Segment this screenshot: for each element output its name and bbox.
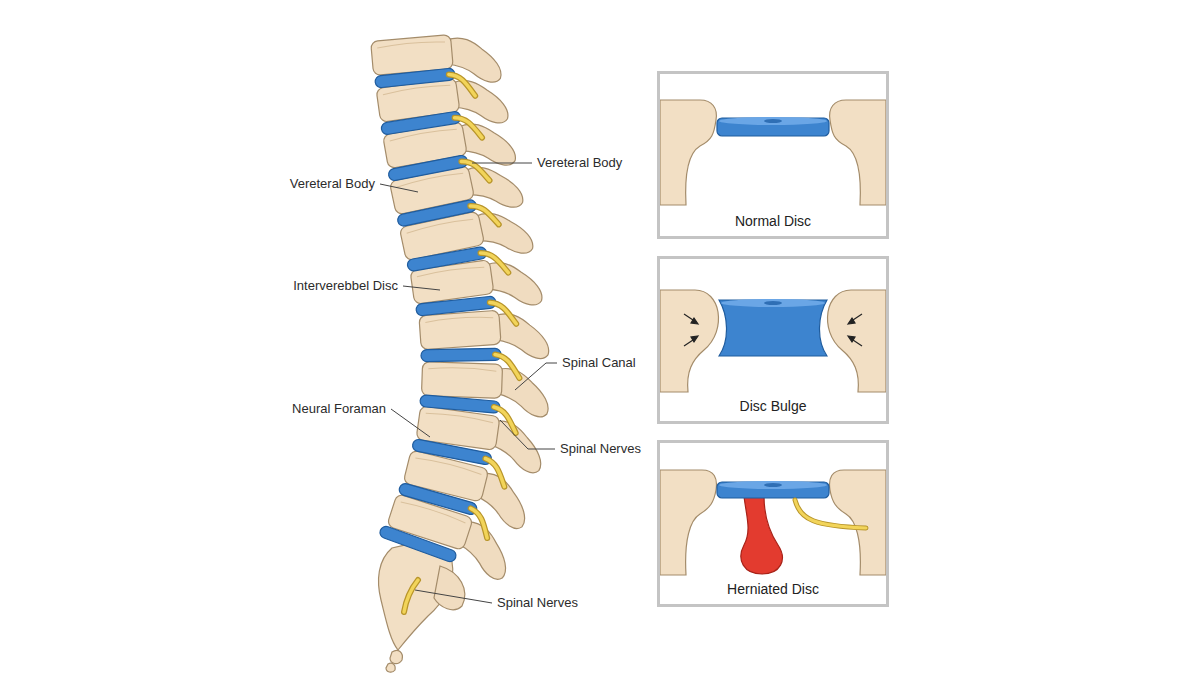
- panel-caption: Herniated Disc: [727, 580, 819, 598]
- part-label: Vereteral Body: [290, 176, 375, 192]
- panel-caption: Normal Disc: [735, 212, 811, 230]
- panel-caption: Disc Bulge: [740, 397, 807, 415]
- part-label: Spinal Canal: [562, 355, 636, 371]
- part-label: Neural Foraman: [292, 401, 386, 417]
- disc-panel: Herniated Disc: [657, 440, 889, 607]
- part-label: Interverebbel Disc: [293, 278, 398, 294]
- part-label: Spinal Nerves: [560, 441, 641, 457]
- part-label: Vereteral Body: [537, 155, 622, 171]
- disc-panel: Normal Disc: [657, 71, 889, 239]
- part-label: Spinal Nerves: [497, 595, 578, 611]
- disc-panel: Disc Bulge: [657, 256, 889, 424]
- leader-lines: [380, 163, 557, 603]
